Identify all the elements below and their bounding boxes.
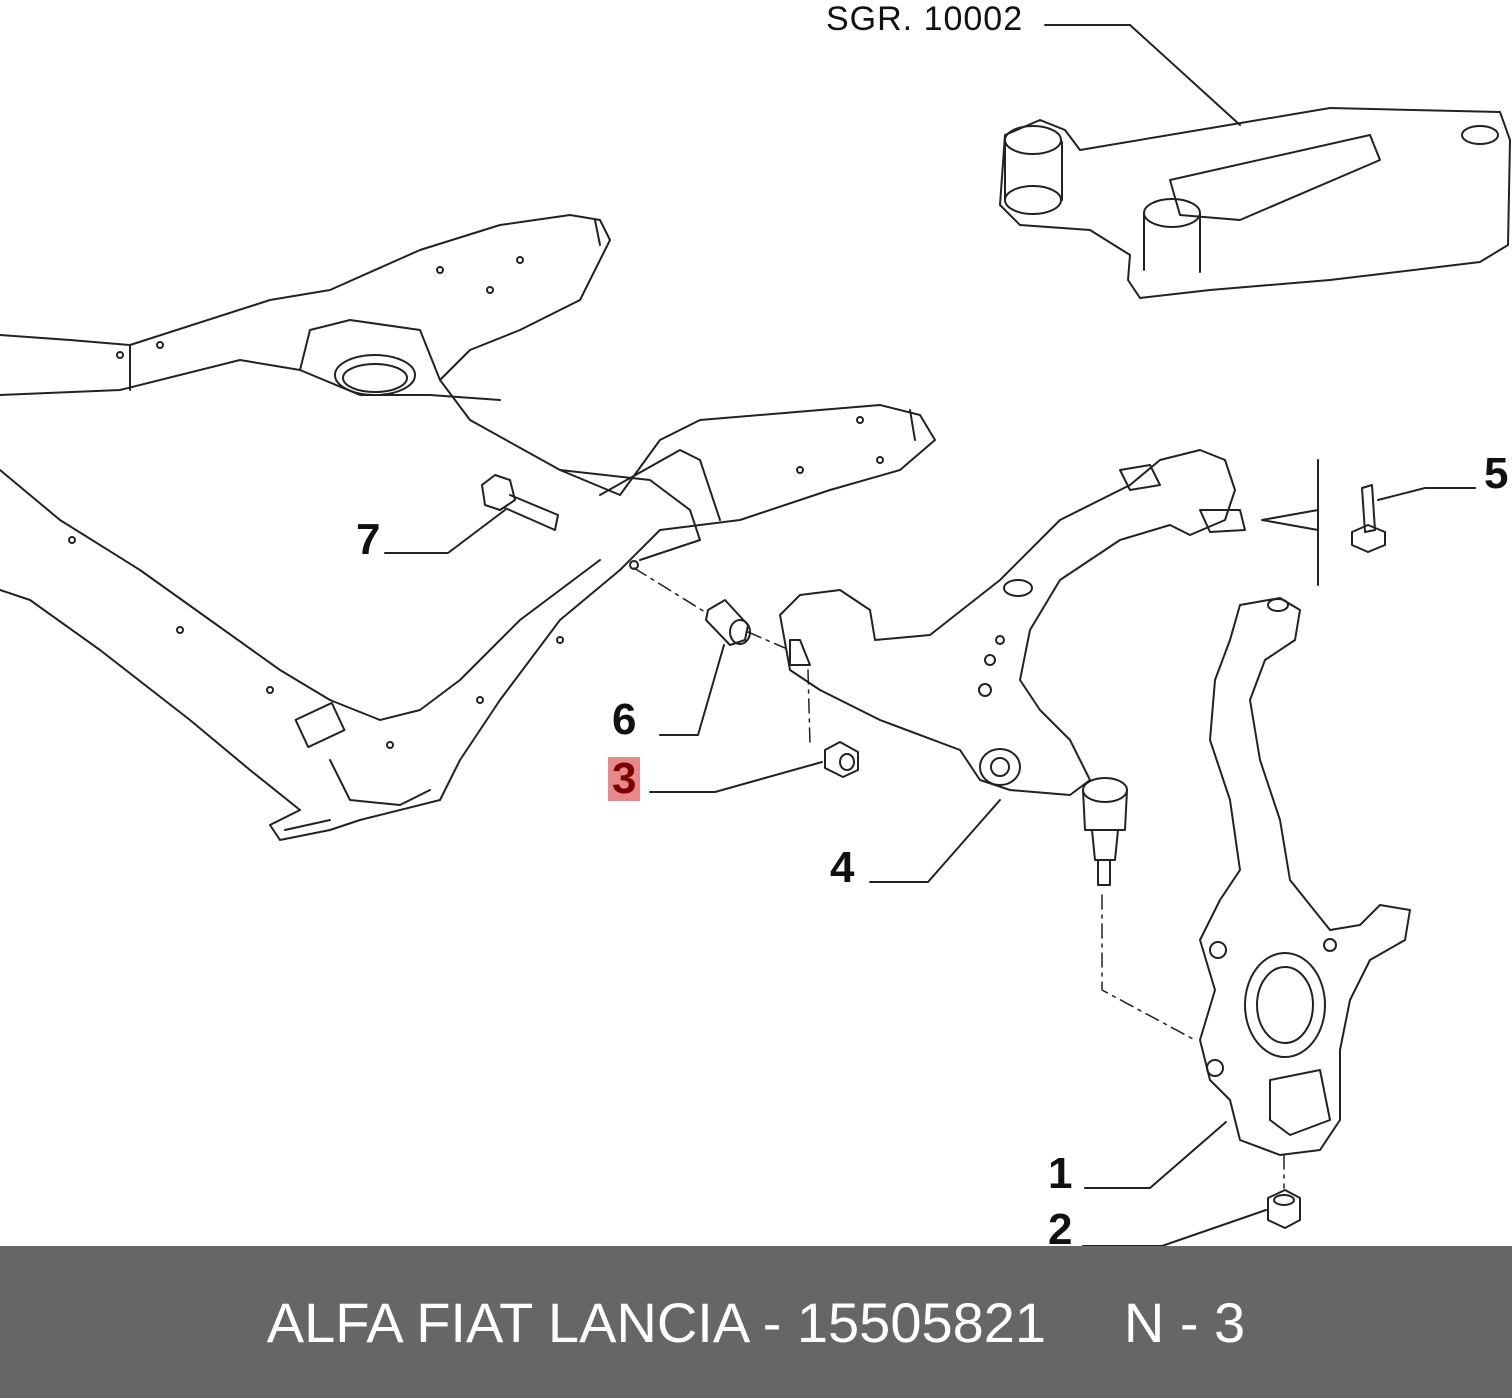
knuckle-drawing	[1199, 597, 1411, 1156]
callout-2: 2	[1048, 1205, 1073, 1254]
nut-2-drawing	[1267, 1189, 1301, 1229]
callout-5: 5	[1484, 449, 1509, 498]
leader-lines	[384, 487, 1476, 1246]
bushing-6-drawing	[705, 599, 751, 646]
callout-4: 4	[830, 843, 855, 892]
callout-7: 7	[356, 515, 381, 564]
assembly-lines	[633, 567, 1285, 1189]
footer-text: ALFA FIAT LANCIA - 15505821 N - 3	[266, 1290, 1246, 1354]
callout-1: 1	[1048, 1149, 1073, 1198]
control-arm-drawing	[779, 449, 1246, 796]
part-number-footer: ALFA FIAT LANCIA - 15505821 N - 3	[0, 1246, 1512, 1398]
reference-label: SGR. 10002	[826, 0, 1024, 38]
reference-leader	[1044, 24, 1241, 126]
bracket-drawing	[999, 107, 1511, 299]
bolt-7-drawing	[481, 474, 559, 531]
callout-3-highlighted: 3	[608, 757, 641, 801]
bolt-5-drawing	[1351, 484, 1386, 553]
callout-6: 6	[612, 695, 637, 744]
subframe-drawing	[0, 214, 936, 841]
nut-3-drawing	[824, 741, 859, 778]
exploded-parts-diagram	[0, 24, 1511, 1246]
ball-joint-drawing	[1082, 777, 1128, 886]
fitment-bracket	[1261, 459, 1319, 586]
